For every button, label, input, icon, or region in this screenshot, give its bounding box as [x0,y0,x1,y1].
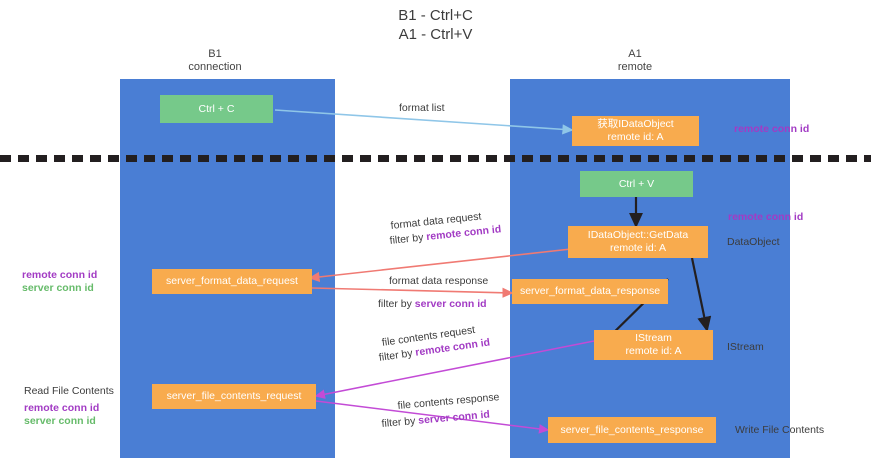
side-label-read-file-contents: Read File Contents [24,385,114,397]
node-server-format-data-response[interactable]: server_format_data_response [512,279,668,304]
node-ctrl-v-label: Ctrl + V [618,177,655,190]
node-get-idataobject-remote-id: remote id: A [607,131,664,143]
node-server-format-data-request[interactable]: server_format_data_request [152,269,312,294]
node-ctrl-c[interactable]: Ctrl + C [160,95,273,123]
node-server-file-contents-request[interactable]: server_file_contents_request [152,384,316,409]
filter-by-text-3: filter by [378,346,417,364]
side-label-remote-conn-id-top: remote conn id [734,123,810,135]
side-label-write-file-contents: Write File Contents [735,424,825,436]
node-istream-label: IStream [635,332,672,344]
node-idataobject-getdata-label: IDataObject::GetData [587,229,689,241]
edge-label-format-list: format list [399,102,445,114]
edge-label-format-data-response: format data response [389,275,489,287]
filter-by-text-1: filter by [389,231,427,247]
node-server-file-contents-response[interactable]: server_file_contents_response [548,417,716,443]
node-ctrl-v[interactable]: Ctrl + V [580,171,693,197]
side-label-left-remote-conn-id-2: remote conn id [24,402,100,414]
node-server-file-contents-request-label: server_file_contents_request [166,390,302,402]
column-header-a1: A1 remote [617,48,653,73]
column-header-b1: B1 connection [188,48,242,73]
edge-label-format-data-response-filter: filter by server conn id [378,297,487,312]
node-idataobject-getdata[interactable]: IDataObject::GetData remote id: A [568,226,708,258]
node-ctrl-c-label: Ctrl + C [198,102,235,115]
node-istream-remote-id: remote id: A [625,345,682,357]
node-idataobject-getdata-remote-id: remote id: A [609,242,667,254]
node-istream[interactable]: IStream remote id: A [594,330,713,360]
node-get-idataobject-label: 获取IDataObject [597,118,674,130]
side-label-left-remote-conn-id: remote conn id [22,269,98,281]
filter-by-text-2: filter by [378,298,415,310]
node-server-format-data-response-label: server_format_data_response [519,285,661,297]
page-title: B1 - Ctrl+C A1 - Ctrl+V [398,7,473,43]
server-conn-id-key-1: server conn id [414,298,487,310]
side-label-istream: IStream [727,341,764,353]
section-divider [0,155,871,162]
node-server-file-contents-response-label: server_file_contents_response [560,423,704,436]
filter-by-text-4: filter by [381,414,419,430]
side-label-remote-conn-id-mid: remote conn id [728,211,804,223]
side-label-dataobject: DataObject [727,236,780,248]
side-label-left-server-conn-id-2: server conn id [24,415,96,427]
node-get-idataobject[interactable]: 获取IDataObject remote id: A [572,116,699,146]
side-label-left-server-conn-id: server conn id [22,282,94,294]
node-server-format-data-request-label: server_format_data_request [166,275,298,287]
